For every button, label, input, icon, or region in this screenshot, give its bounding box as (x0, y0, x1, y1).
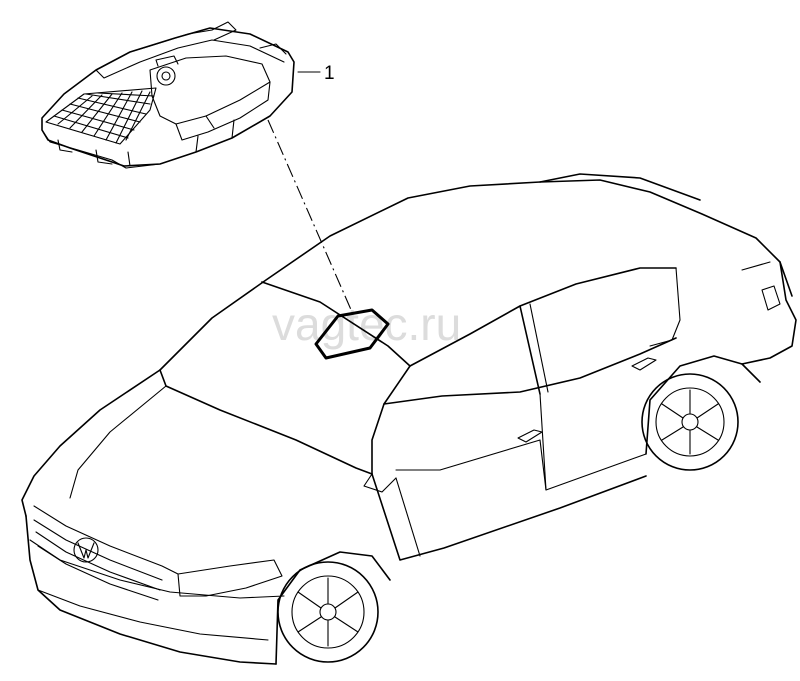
roof-console-module (41, 21, 295, 169)
car-outline (21, 173, 797, 665)
location-pointer-line (267, 119, 353, 313)
callout-number-1: 1 (324, 63, 335, 84)
module-location-mark (314, 308, 390, 360)
watermark: vagtec.ru (272, 298, 461, 350)
